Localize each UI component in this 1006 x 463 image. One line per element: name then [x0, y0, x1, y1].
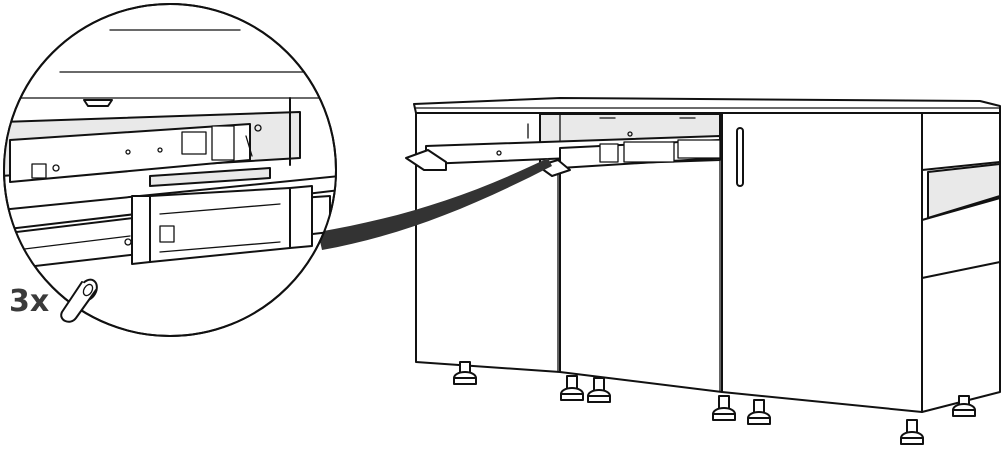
quantity-callout: 3x	[9, 278, 98, 323]
foot-1	[453, 361, 477, 385]
cabinet-front	[415, 112, 923, 413]
pin-fastener-icon	[60, 278, 98, 323]
countertop	[413, 97, 1001, 114]
foot-7	[952, 395, 976, 417]
rail-screw-hole	[159, 225, 175, 243]
drawer-slides	[405, 131, 721, 177]
slide-bracket	[599, 143, 619, 163]
callout-pointer	[318, 158, 552, 250]
foot-2	[560, 375, 584, 401]
foot-4	[712, 395, 736, 421]
door-handle	[736, 127, 744, 187]
cabinet	[405, 97, 1001, 445]
cabinet-feet	[453, 361, 976, 445]
foot-5	[747, 399, 771, 425]
foot-6	[900, 419, 924, 445]
cabinet-side	[921, 112, 1001, 413]
foot-3	[587, 377, 611, 403]
quantity-label: 3x	[9, 284, 49, 319]
rail-bracket	[181, 131, 207, 155]
right-door	[721, 112, 923, 413]
detail-magnifier	[3, 3, 337, 337]
